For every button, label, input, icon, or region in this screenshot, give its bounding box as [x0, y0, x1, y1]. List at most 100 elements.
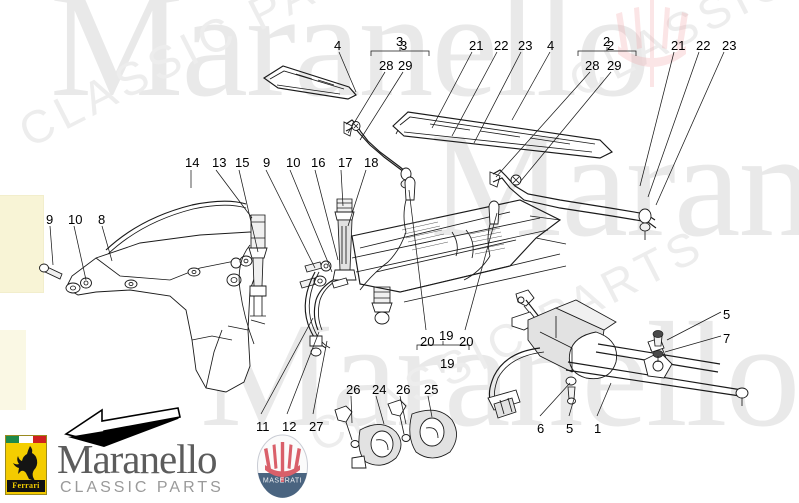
leader-line-9	[49, 225, 54, 266]
callout-20: 20	[420, 334, 435, 349]
leader-line-22	[451, 51, 498, 137]
leader-line-21	[639, 51, 675, 187]
bracket-label-2: 2	[603, 34, 611, 49]
leader-line-28	[495, 71, 591, 178]
leader-line-23	[473, 51, 522, 144]
part-level-sensor	[313, 198, 357, 331]
callout-10: 10	[68, 212, 83, 227]
leader-line-29	[519, 71, 612, 183]
part-wiper-motor-linkage	[487, 289, 749, 419]
leader-line-10	[289, 169, 333, 273]
callout-3: 3	[400, 38, 408, 53]
callout-24: 24	[372, 382, 387, 397]
callout-27: 27	[309, 419, 324, 434]
callout-6: 6	[537, 421, 545, 436]
leader-line-29	[359, 71, 404, 141]
callout-5: 5	[723, 307, 731, 322]
callout-18: 18	[364, 155, 379, 170]
callout-9: 9	[263, 155, 271, 170]
callout-21: 21	[671, 38, 686, 53]
callout-25: 25	[424, 382, 439, 397]
part-wiper-arm-right	[489, 169, 657, 240]
part-washer-jets	[359, 176, 500, 291]
callout-26: 26	[396, 382, 411, 397]
callout-17: 17	[338, 155, 353, 170]
callout-10: 10	[286, 155, 301, 170]
callout-22: 22	[494, 38, 509, 53]
leader-line-20	[464, 212, 498, 331]
footer-branding: Ferrari Maranello CLASSIC PARTS MASERATI	[0, 431, 360, 503]
part-washer-pump	[304, 271, 393, 357]
callout-22: 22	[696, 38, 711, 53]
callout-29: 29	[398, 58, 413, 73]
callout-4: 4	[334, 38, 342, 53]
leader-line-17	[340, 169, 344, 207]
brand-name: Maranello	[57, 436, 217, 482]
callout-brackets	[370, 47, 637, 350]
callout-28: 28	[379, 58, 394, 73]
leader-line-26	[399, 395, 407, 425]
leader-line-15	[238, 169, 259, 253]
callout-8: 8	[98, 212, 106, 227]
part-fastener-cluster	[299, 260, 349, 289]
leader-line-10	[73, 225, 87, 281]
callout-21: 21	[469, 38, 484, 53]
leader-line-20	[408, 189, 427, 331]
ferrari-badge-icon: Ferrari	[5, 435, 47, 495]
leader-line-24	[375, 395, 385, 425]
leader-line-1	[596, 382, 612, 417]
callout-20: 20	[459, 334, 474, 349]
callout-26: 26	[346, 382, 361, 397]
callout-19: 19	[440, 356, 455, 371]
part-horn-assembly	[334, 399, 457, 469]
callout-leader-lines	[49, 51, 725, 425]
leader-line-11	[260, 317, 314, 415]
leader-line-23	[655, 51, 725, 206]
leader-line-7	[664, 335, 722, 353]
part-wiper-blade-right	[392, 111, 613, 159]
leader-line-25	[427, 395, 433, 418]
part-cowl-panel	[351, 199, 567, 303]
leader-line-26	[350, 395, 353, 424]
leader-line-5	[568, 398, 575, 417]
italian-flag-stripe	[6, 436, 46, 443]
callout-11: 11	[256, 419, 270, 434]
leader-line-12	[286, 331, 320, 415]
leader-line-13	[215, 169, 253, 219]
callout-9: 9	[46, 212, 54, 227]
maserati-badge-icon: MASERATI	[257, 434, 308, 498]
callout-14: 14	[185, 155, 200, 170]
callout-2: 2	[607, 38, 615, 53]
left-arrow-icon	[64, 407, 181, 447]
callout-5: 5	[566, 421, 574, 436]
leader-line-4	[511, 51, 551, 121]
callout-23: 23	[722, 38, 737, 53]
part-washer-reservoir	[65, 231, 265, 393]
callout-7: 7	[723, 331, 731, 346]
bracket-label-19: 19	[439, 328, 454, 343]
maserati-badge-label: MASERATI	[263, 478, 302, 485]
callout-28: 28	[585, 58, 600, 73]
leader-line-18	[347, 169, 367, 227]
prancing-horse-icon	[13, 446, 38, 481]
callout-15: 15	[235, 155, 250, 170]
leader-line-6	[539, 382, 571, 417]
brand-tagline: CLASSIC PARTS	[60, 479, 224, 496]
leader-line-22	[647, 51, 700, 198]
callout-4: 4	[547, 38, 555, 53]
leader-line-4	[338, 51, 357, 93]
callout-12: 12	[282, 419, 297, 434]
leader-line-16	[314, 169, 339, 261]
leader-line-5	[666, 311, 722, 341]
bracket-label-3: 3	[396, 34, 404, 49]
callout-23: 23	[518, 38, 533, 53]
callout-1: 1	[594, 421, 602, 436]
part-washer-hose	[105, 200, 247, 255]
leader-line-28	[347, 71, 386, 134]
part-filler-neck	[238, 214, 268, 345]
callout-29: 29	[607, 58, 622, 73]
callout-16: 16	[311, 155, 326, 170]
leader-line-27	[312, 340, 328, 415]
